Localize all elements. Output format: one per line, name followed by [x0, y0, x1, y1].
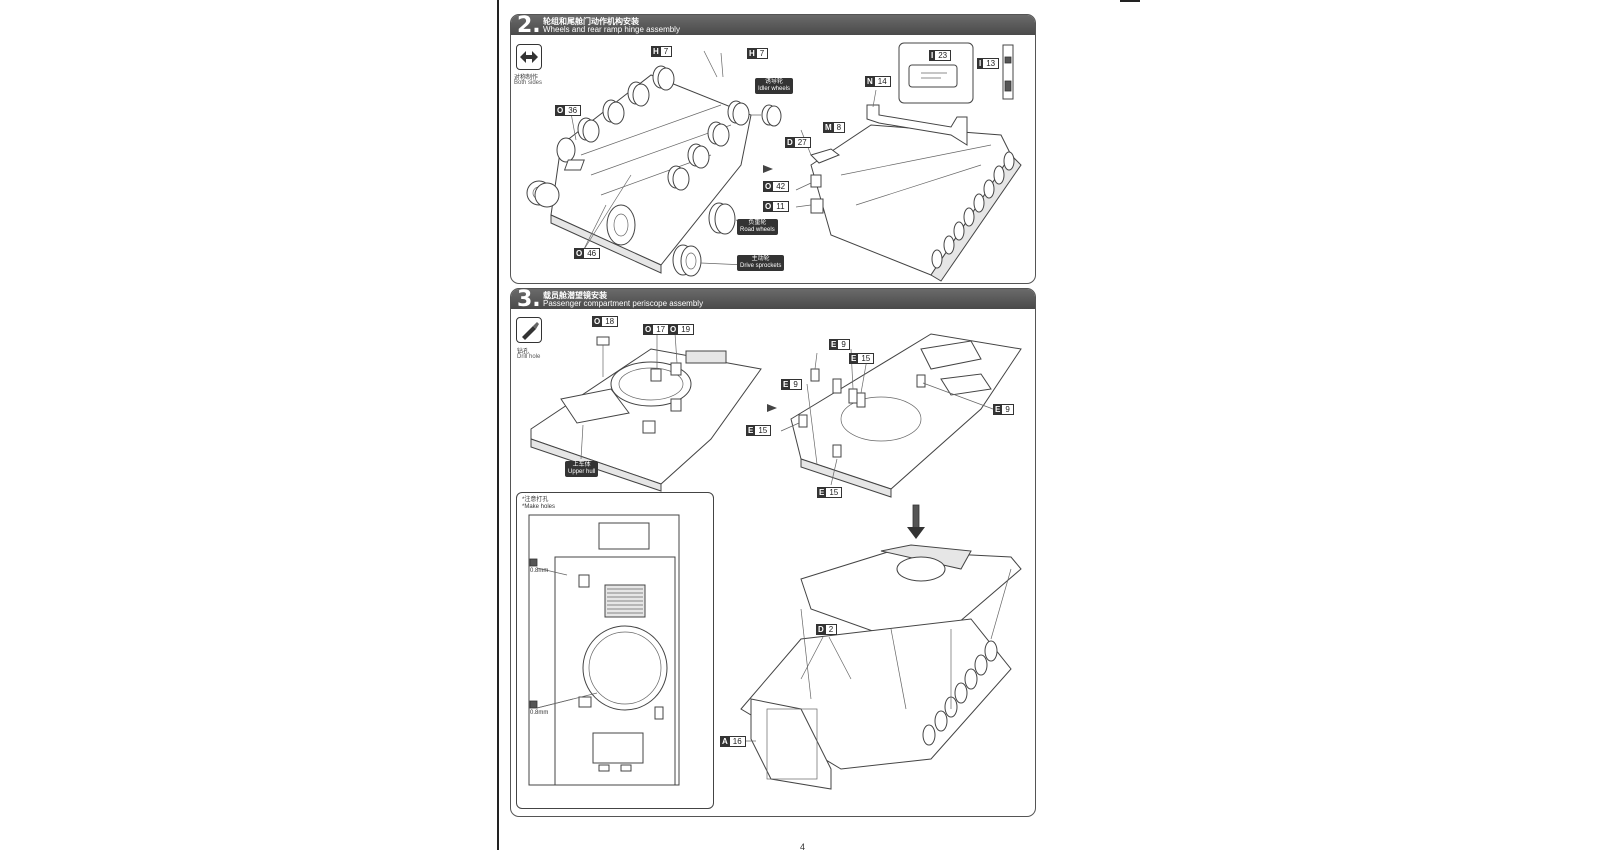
assembled-road-wheels [922, 640, 998, 746]
running-gear-drawing [526, 50, 782, 277]
step-2-number: 2. [517, 14, 541, 38]
road-wheels-upper-row [556, 65, 675, 163]
road-wheels-lower-row [667, 100, 750, 191]
make-holes-inset: *注意打孔 *Make holes [516, 492, 714, 809]
step-3-title-en: Passenger compartment periscope assembly [543, 299, 704, 308]
grille-lines [607, 588, 643, 614]
loose-road-wheel [708, 202, 736, 235]
inset-dim-bottom: 0.8mm [530, 710, 549, 716]
hinge-o42 [810, 174, 822, 188]
step-3-symbol-cn: 钻孔 [517, 349, 530, 355]
hinge-o11 [810, 198, 824, 214]
page-number: 4 [800, 842, 806, 852]
loose-drive-sprocket [672, 244, 702, 277]
hull-road-wheels [931, 151, 1015, 269]
inset-dim-top: 0.8mm [530, 568, 549, 574]
step-2-symbol-en: Both sides [514, 80, 543, 86]
hull-top-plan-drawing [528, 514, 680, 786]
step-3-title-cn: 载员舱潜望镜安装 [543, 291, 607, 300]
left-margin-line [497, 0, 499, 850]
step-3-header: 3. 载员舱潜望镜安装 Passenger compartment perisc… [511, 288, 1035, 312]
top-edge-line [1120, 0, 1140, 2]
ramp-plate-m8 [810, 148, 841, 164]
step-2-panel: 2. 轮组和尾舱门动作机构安装 Wheels and rear ramp hin… [510, 14, 1036, 284]
hull-ramp-drawing [795, 42, 1022, 282]
drill-icon [516, 317, 542, 343]
step-3-panel: 3. 载员舱潜望镜安装 Passenger compartment perisc… [510, 288, 1036, 817]
step-3-number: 3. [517, 288, 541, 312]
step-2-symbol-cn: 对称制作 [514, 75, 539, 81]
step-2-title-cn: 轮组和尾舱门动作机构安装 [543, 17, 639, 26]
ramp-hinge-bar [866, 104, 968, 146]
upper-hull-drawing [530, 332, 777, 492]
step-2-header: 2. 轮组和尾舱门动作机构安装 Wheels and rear ramp hin… [511, 14, 1035, 38]
loose-idler-wheel [761, 104, 782, 127]
step-3-symbol-en: Drill hole [517, 354, 541, 360]
step-2-arrow [763, 165, 773, 173]
down-arrow-icon [907, 527, 925, 539]
drive-sprocket-drawing [526, 180, 560, 208]
inset-note-cn: *注意打孔 [522, 497, 549, 503]
inset-note-en: *Make holes [522, 504, 556, 510]
assembled-hull-drawing [739, 504, 1022, 790]
step-3-arrow [767, 404, 777, 412]
symmetry-arrows-icon [516, 44, 542, 70]
step-2-title-en: Wheels and rear ramp hinge assembly [543, 25, 680, 34]
hull-underside-drawing [780, 333, 1022, 498]
